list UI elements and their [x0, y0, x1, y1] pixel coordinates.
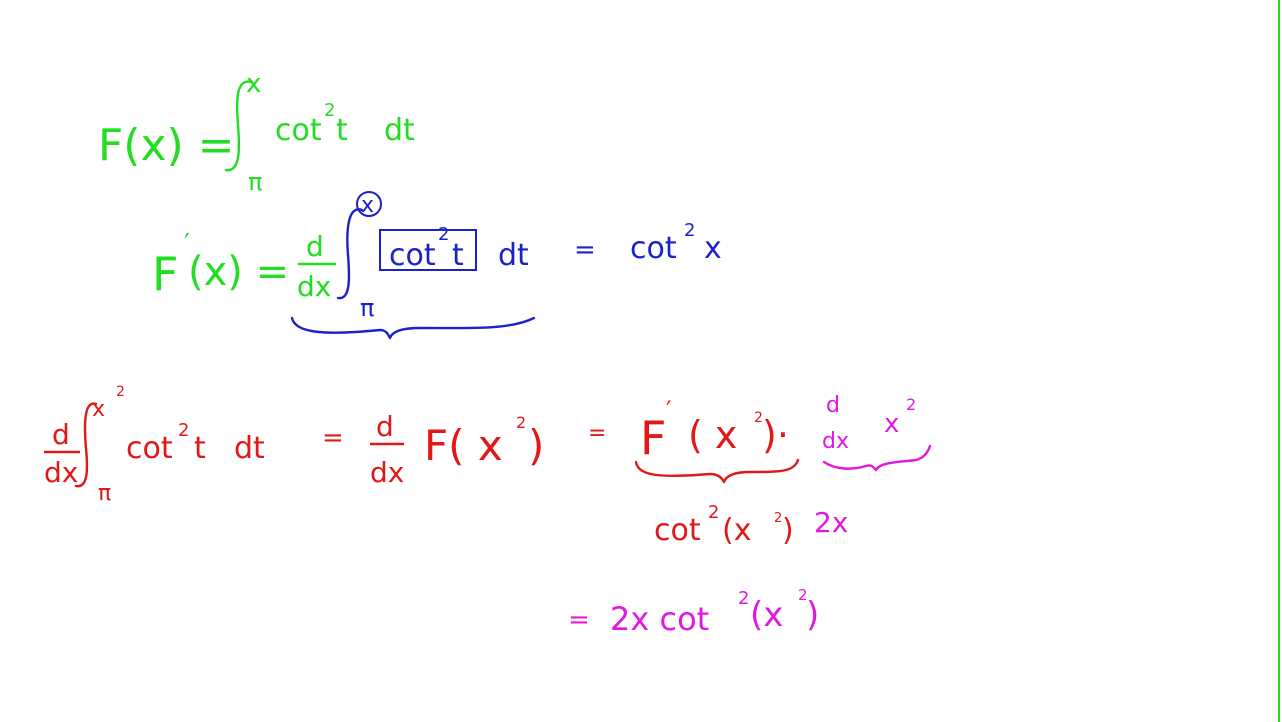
- line3-F-prime-arg: ( x: [688, 413, 737, 457]
- line3-integrand: cot: [126, 431, 173, 466]
- line3-d-numerator: d: [52, 418, 70, 451]
- line3-magenta-underbrace: [822, 444, 932, 472]
- line3-F-close: ): [528, 421, 544, 470]
- line2-d-denominator: dx: [297, 270, 331, 303]
- line3-d3-denominator: dx: [822, 429, 849, 454]
- line2-circled-upper-limit: [356, 191, 382, 217]
- line2-d-numerator: d: [306, 230, 324, 263]
- line3-F-prime-mark: ′: [666, 396, 671, 424]
- line3-d-denominator: dx: [44, 456, 78, 489]
- line2-lhs-prime: ′: [184, 229, 190, 259]
- line3-dt: dt: [234, 431, 265, 466]
- line3-upper-limit: x: [92, 397, 105, 422]
- equation-line-4: cot 2 (x 2 ) 2x: [654, 502, 848, 548]
- line1-exponent: 2: [324, 100, 335, 121]
- line2-integrand-box: [379, 229, 477, 271]
- line5-arg-close: ): [806, 595, 819, 635]
- line4-cot: cot: [654, 513, 701, 548]
- line5-two-x-cot: 2x cot: [610, 600, 709, 638]
- line2-result-exponent: 2: [684, 220, 695, 241]
- line2-upper-limit: x: [361, 193, 374, 218]
- line1-variable: t: [336, 113, 348, 148]
- line2-lower-limit: π: [360, 294, 374, 322]
- line3-x-squared: x: [884, 409, 899, 439]
- line3-upper-exponent: 2: [116, 384, 125, 400]
- equation-line-3: d dx x 2 π cot 2 t dt = d dx F( x 2 ) = …: [44, 384, 932, 506]
- line5-exponent: 2: [738, 588, 749, 609]
- line5-arg: (x: [750, 595, 783, 635]
- line1-dt: dt: [384, 113, 415, 148]
- line2-variable: t: [452, 238, 464, 273]
- line5-equals: =: [568, 605, 590, 635]
- line2-integral-sign: [336, 208, 364, 300]
- line2-underbrace: [290, 316, 536, 340]
- line5-arg-exponent: 2: [798, 586, 808, 604]
- line2-result-variable: x: [704, 231, 722, 266]
- line3-d2-denominator: dx: [370, 456, 404, 489]
- line3-red-underbrace: [634, 458, 800, 484]
- line3-integral-sign: [74, 402, 98, 488]
- line3-F-of-x-squared: F( x: [424, 421, 503, 470]
- line4-arg-exponent: 2: [774, 511, 782, 526]
- line4-two-x: 2x: [814, 506, 848, 539]
- line3-d3-numerator: d: [826, 393, 840, 418]
- line3-equals-2: =: [588, 421, 606, 446]
- line3-F-prime: F: [640, 411, 666, 465]
- line2-lhs-f: F: [152, 247, 178, 301]
- line1-integrand: cot: [275, 113, 322, 148]
- line2-integrand: cot: [389, 238, 436, 273]
- line3-F-prime-exponent: 2: [754, 410, 763, 426]
- line3-F-exponent: 2: [516, 413, 526, 432]
- line3-equals-1: =: [322, 423, 344, 453]
- line1-lower-limit: π: [248, 168, 262, 196]
- line3-variable: t: [194, 431, 206, 466]
- line3-d2-numerator: d: [376, 410, 394, 443]
- line1-integral-sign: [224, 80, 254, 172]
- line4-arg-close: ): [782, 513, 794, 548]
- line2-equals: =: [574, 235, 596, 265]
- line3-exponent: 2: [178, 420, 189, 441]
- line4-arg: (x: [722, 513, 751, 548]
- equation-line-1: F(x) = x π cot 2 t dt: [98, 69, 415, 196]
- line3-x-squared-exponent: 2: [906, 395, 916, 414]
- line1-lhs: F(x) =: [98, 120, 235, 171]
- line2-result: cot: [630, 231, 677, 266]
- line1-upper-limit: x: [246, 69, 261, 99]
- line2-lhs-arg: (x) =: [188, 249, 289, 295]
- line4-cot-exponent: 2: [708, 502, 719, 523]
- equation-line-5: = 2x cot 2 (x 2 ): [568, 586, 819, 638]
- line2-exponent: 2: [438, 224, 449, 245]
- line3-lower-limit: π: [98, 481, 111, 506]
- line3-F-prime-close: )·: [762, 413, 789, 457]
- equation-line-2: F ′ (x) = d dx x π cot 2 t dt = cot 2 x: [152, 191, 722, 340]
- line2-dt: dt: [498, 238, 529, 273]
